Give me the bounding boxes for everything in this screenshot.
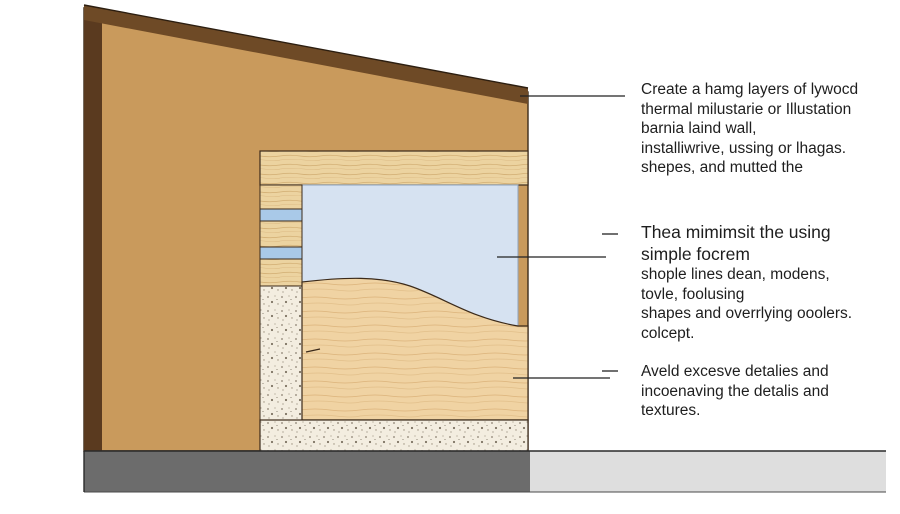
note-line: thermal milustarie or Illustation [641, 100, 852, 118]
note-line: installiwrive, ussing or lhagas. [641, 139, 847, 157]
annotation-note-2: Thea mimimsit the using simple focrem sh… [641, 221, 852, 343]
note-heading: Thea mimimsit the using [641, 222, 831, 242]
note-line: shepes, and mutted the [641, 159, 804, 176]
note-line: shapes and overrlying ooolers. [641, 305, 853, 322]
note-line: barnia laind wall, [641, 120, 757, 137]
note-line: tovle, foolusing [641, 285, 745, 303]
top-beam [259, 150, 529, 186]
foundation [83, 450, 886, 493]
insulation-fill [259, 285, 303, 421]
note-heading: simple focrem [641, 244, 750, 264]
roof-trim [84, 5, 528, 104]
note-line: shople lines dean, modens, [641, 266, 830, 283]
stud-blocks [259, 184, 303, 287]
note-line: colcept. [641, 324, 695, 342]
annotation-note-1: Create a hamg layers of lywocd thermal m… [641, 80, 858, 178]
note-line: textures. [641, 402, 701, 419]
note-line: Create a hamg layers of lywocd [641, 81, 859, 98]
annotation-note-3: Aveld excesve detalies and incoenaving t… [641, 362, 829, 421]
leader-lines [497, 95, 625, 379]
note-line: incoenaving the detalis and [641, 382, 829, 400]
note-line: Aveld excesve detalies and [641, 363, 829, 380]
bottom-sill [259, 419, 529, 452]
nail-mark [305, 348, 321, 353]
plywood-layer [301, 277, 529, 421]
